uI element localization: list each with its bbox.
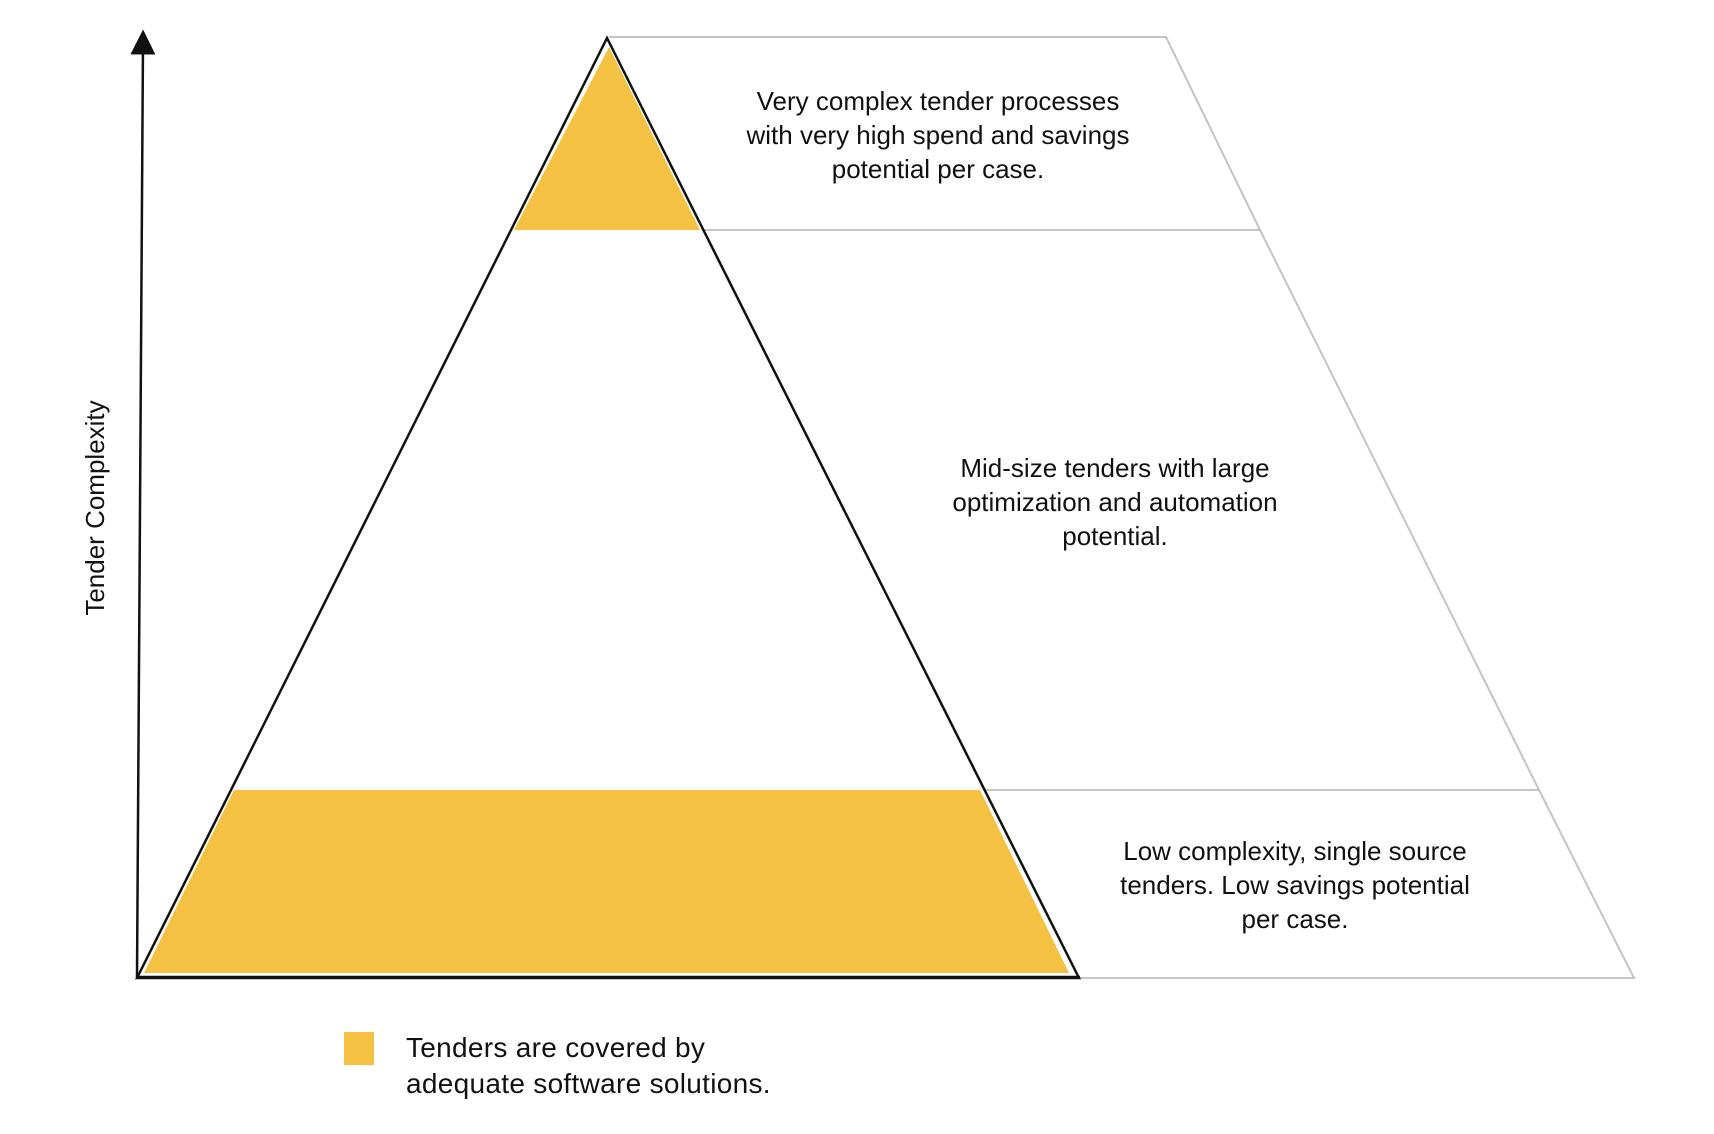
band-bottom-outline	[1079, 789, 1636, 979]
tier-bottom-highlight	[144, 790, 1069, 973]
y-axis-arrow	[130, 29, 156, 978]
tier-top-description: Very complex tender processes with very …	[746, 86, 1130, 184]
legend-label: Tenders are covered by adequate software…	[406, 1032, 771, 1099]
y-axis-label: Tender Complexity	[80, 400, 110, 616]
tier-bottom-description: Low complexity, single source tenders. L…	[1120, 836, 1470, 934]
band-top-outline	[609, 36, 1262, 231]
legend: Tenders are covered by adequate software…	[344, 1030, 771, 1102]
tier-top-highlight	[514, 47, 700, 230]
tier-middle-description: Mid-size tenders with large optimization…	[952, 453, 1278, 551]
legend-swatch	[344, 1032, 374, 1065]
